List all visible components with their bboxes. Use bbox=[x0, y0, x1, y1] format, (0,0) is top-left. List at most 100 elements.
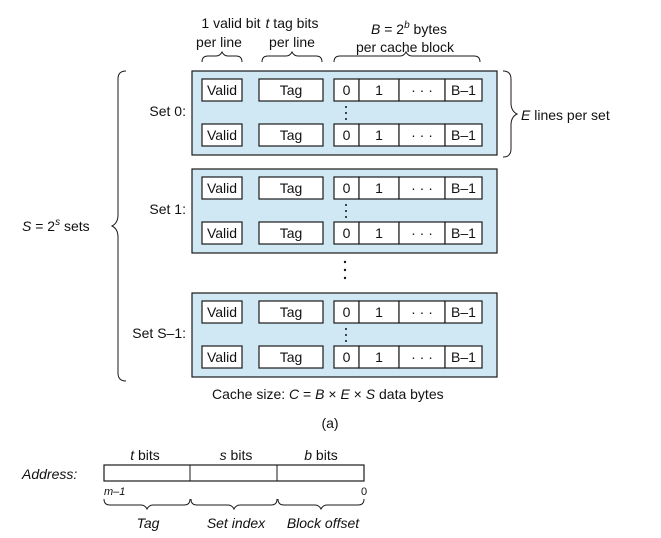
cache-line: Valid Tag 0 1 · · · B–1 bbox=[201, 300, 483, 324]
byte-ellipsis-text: · · · bbox=[411, 349, 433, 365]
byte-1-text: 1 bbox=[375, 82, 383, 98]
tag-per-line-label: per line bbox=[269, 34, 315, 50]
byte-1-text: 1 bbox=[375, 304, 383, 320]
address-lsb-label: 0 bbox=[361, 486, 367, 498]
byte-ellipsis-text: · · · bbox=[411, 82, 433, 98]
line-ellipsis-dot bbox=[345, 334, 347, 336]
byte-ellipsis-text: · · · bbox=[411, 304, 433, 320]
tag-field-box bbox=[258, 345, 324, 369]
set-label: Set S–1: bbox=[132, 325, 186, 341]
tag-field-box bbox=[258, 300, 324, 324]
valid-field-text: Valid bbox=[207, 82, 237, 98]
byte-1-text: 1 bbox=[375, 225, 383, 241]
cache-line: Valid Tag 0 1 · · · B–1 bbox=[201, 78, 483, 102]
tag-bits-label: t tag bits bbox=[266, 15, 319, 31]
set-index-field-label: Set index bbox=[207, 515, 266, 531]
per-cache-block-label: per cache block bbox=[356, 39, 455, 55]
figure-caption: (a) bbox=[321, 415, 338, 431]
tag-field-box bbox=[258, 78, 324, 102]
valid-brace bbox=[201, 50, 243, 63]
tag-field-text: Tag bbox=[280, 180, 303, 196]
address-label: Address: bbox=[21, 466, 77, 482]
sets-brace bbox=[110, 70, 127, 382]
tag-field-brace bbox=[103, 498, 191, 511]
tag-brace bbox=[261, 50, 323, 63]
byte-last-box bbox=[444, 221, 483, 245]
tag-field-text: Tag bbox=[280, 349, 303, 365]
line-ellipsis-dot bbox=[345, 204, 347, 206]
tag-field-text: Tag bbox=[280, 225, 303, 241]
valid-field-box bbox=[201, 345, 243, 369]
b-bits-label: b bits bbox=[304, 447, 337, 463]
byte-0-text: 0 bbox=[343, 304, 351, 320]
byte-last-text: B–1 bbox=[451, 349, 476, 365]
block-brace bbox=[333, 50, 481, 63]
byte-ellipsis-text: · · · bbox=[411, 127, 433, 143]
line-ellipsis-dot bbox=[345, 112, 347, 114]
valid-field-text: Valid bbox=[207, 349, 237, 365]
valid-field-box bbox=[201, 221, 243, 245]
byte-0-text: 0 bbox=[343, 225, 351, 241]
address-bar bbox=[103, 464, 365, 482]
byte-1-text: 1 bbox=[375, 127, 383, 143]
valid-field-text: Valid bbox=[207, 225, 237, 241]
tag-field-label: Tag bbox=[137, 515, 160, 531]
valid-field-box bbox=[201, 78, 243, 102]
byte-1-text: 1 bbox=[375, 180, 383, 196]
valid-field-box bbox=[201, 300, 243, 324]
block-offset-field-label: Block offset bbox=[287, 515, 360, 531]
sets-count-label: S = 2s sets bbox=[22, 217, 90, 234]
valid-field-text: Valid bbox=[207, 180, 237, 196]
tag-field-box bbox=[258, 123, 324, 147]
tag-field-text: Tag bbox=[280, 127, 303, 143]
valid-field-text: Valid bbox=[207, 127, 237, 143]
set-ellipsis bbox=[343, 260, 347, 280]
byte-last-box bbox=[444, 300, 483, 324]
line-ellipsis-dot bbox=[345, 118, 347, 120]
line-ellipsis-dot bbox=[345, 210, 347, 212]
byte-0-text: 0 bbox=[343, 82, 351, 98]
tag-field-text: Tag bbox=[280, 82, 303, 98]
line-ellipsis-dot bbox=[345, 106, 347, 108]
tag-field-box bbox=[258, 221, 324, 245]
valid-field-box bbox=[201, 176, 243, 200]
line-ellipsis-dot bbox=[345, 216, 347, 218]
tag-field-text: Tag bbox=[280, 304, 303, 320]
set-label: Set 0: bbox=[149, 103, 186, 119]
cache-size-label: Cache size: C = B × E × S data bytes bbox=[212, 386, 444, 402]
byte-last-text: B–1 bbox=[451, 180, 476, 196]
byte-last-box bbox=[444, 123, 483, 147]
byte-last-text: B–1 bbox=[451, 304, 476, 320]
byte-last-box bbox=[444, 176, 483, 200]
lines-per-set-brace bbox=[502, 70, 519, 158]
set-index-brace bbox=[190, 498, 278, 511]
t-bits-label: t bits bbox=[130, 447, 160, 463]
byte-0-text: 0 bbox=[343, 127, 351, 143]
set-label: Set 1: bbox=[149, 201, 186, 217]
byte-last-text: B–1 bbox=[451, 225, 476, 241]
byte-0-text: 0 bbox=[343, 180, 351, 196]
address-msb-label: m–1 bbox=[104, 486, 125, 498]
line-ellipsis-dot bbox=[345, 328, 347, 330]
byte-ellipsis-text: · · · bbox=[411, 180, 433, 196]
valid-field-box bbox=[201, 123, 243, 147]
cache-line: Valid Tag 0 1 · · · B–1 bbox=[201, 221, 483, 245]
byte-last-text: B–1 bbox=[451, 82, 476, 98]
valid-field-text: Valid bbox=[207, 304, 237, 320]
s-bits-label: s bits bbox=[220, 447, 253, 463]
byte-ellipsis-text: · · · bbox=[411, 225, 433, 241]
block-offset-brace bbox=[277, 498, 365, 511]
byte-1-text: 1 bbox=[375, 349, 383, 365]
tag-field-box bbox=[258, 176, 324, 200]
line-ellipsis-dot bbox=[345, 340, 347, 342]
cache-line: Valid Tag 0 1 · · · B–1 bbox=[201, 345, 483, 369]
lines-per-set-label: E lines per set bbox=[521, 107, 610, 123]
byte-0-text: 0 bbox=[343, 349, 351, 365]
byte-last-box bbox=[444, 345, 483, 369]
